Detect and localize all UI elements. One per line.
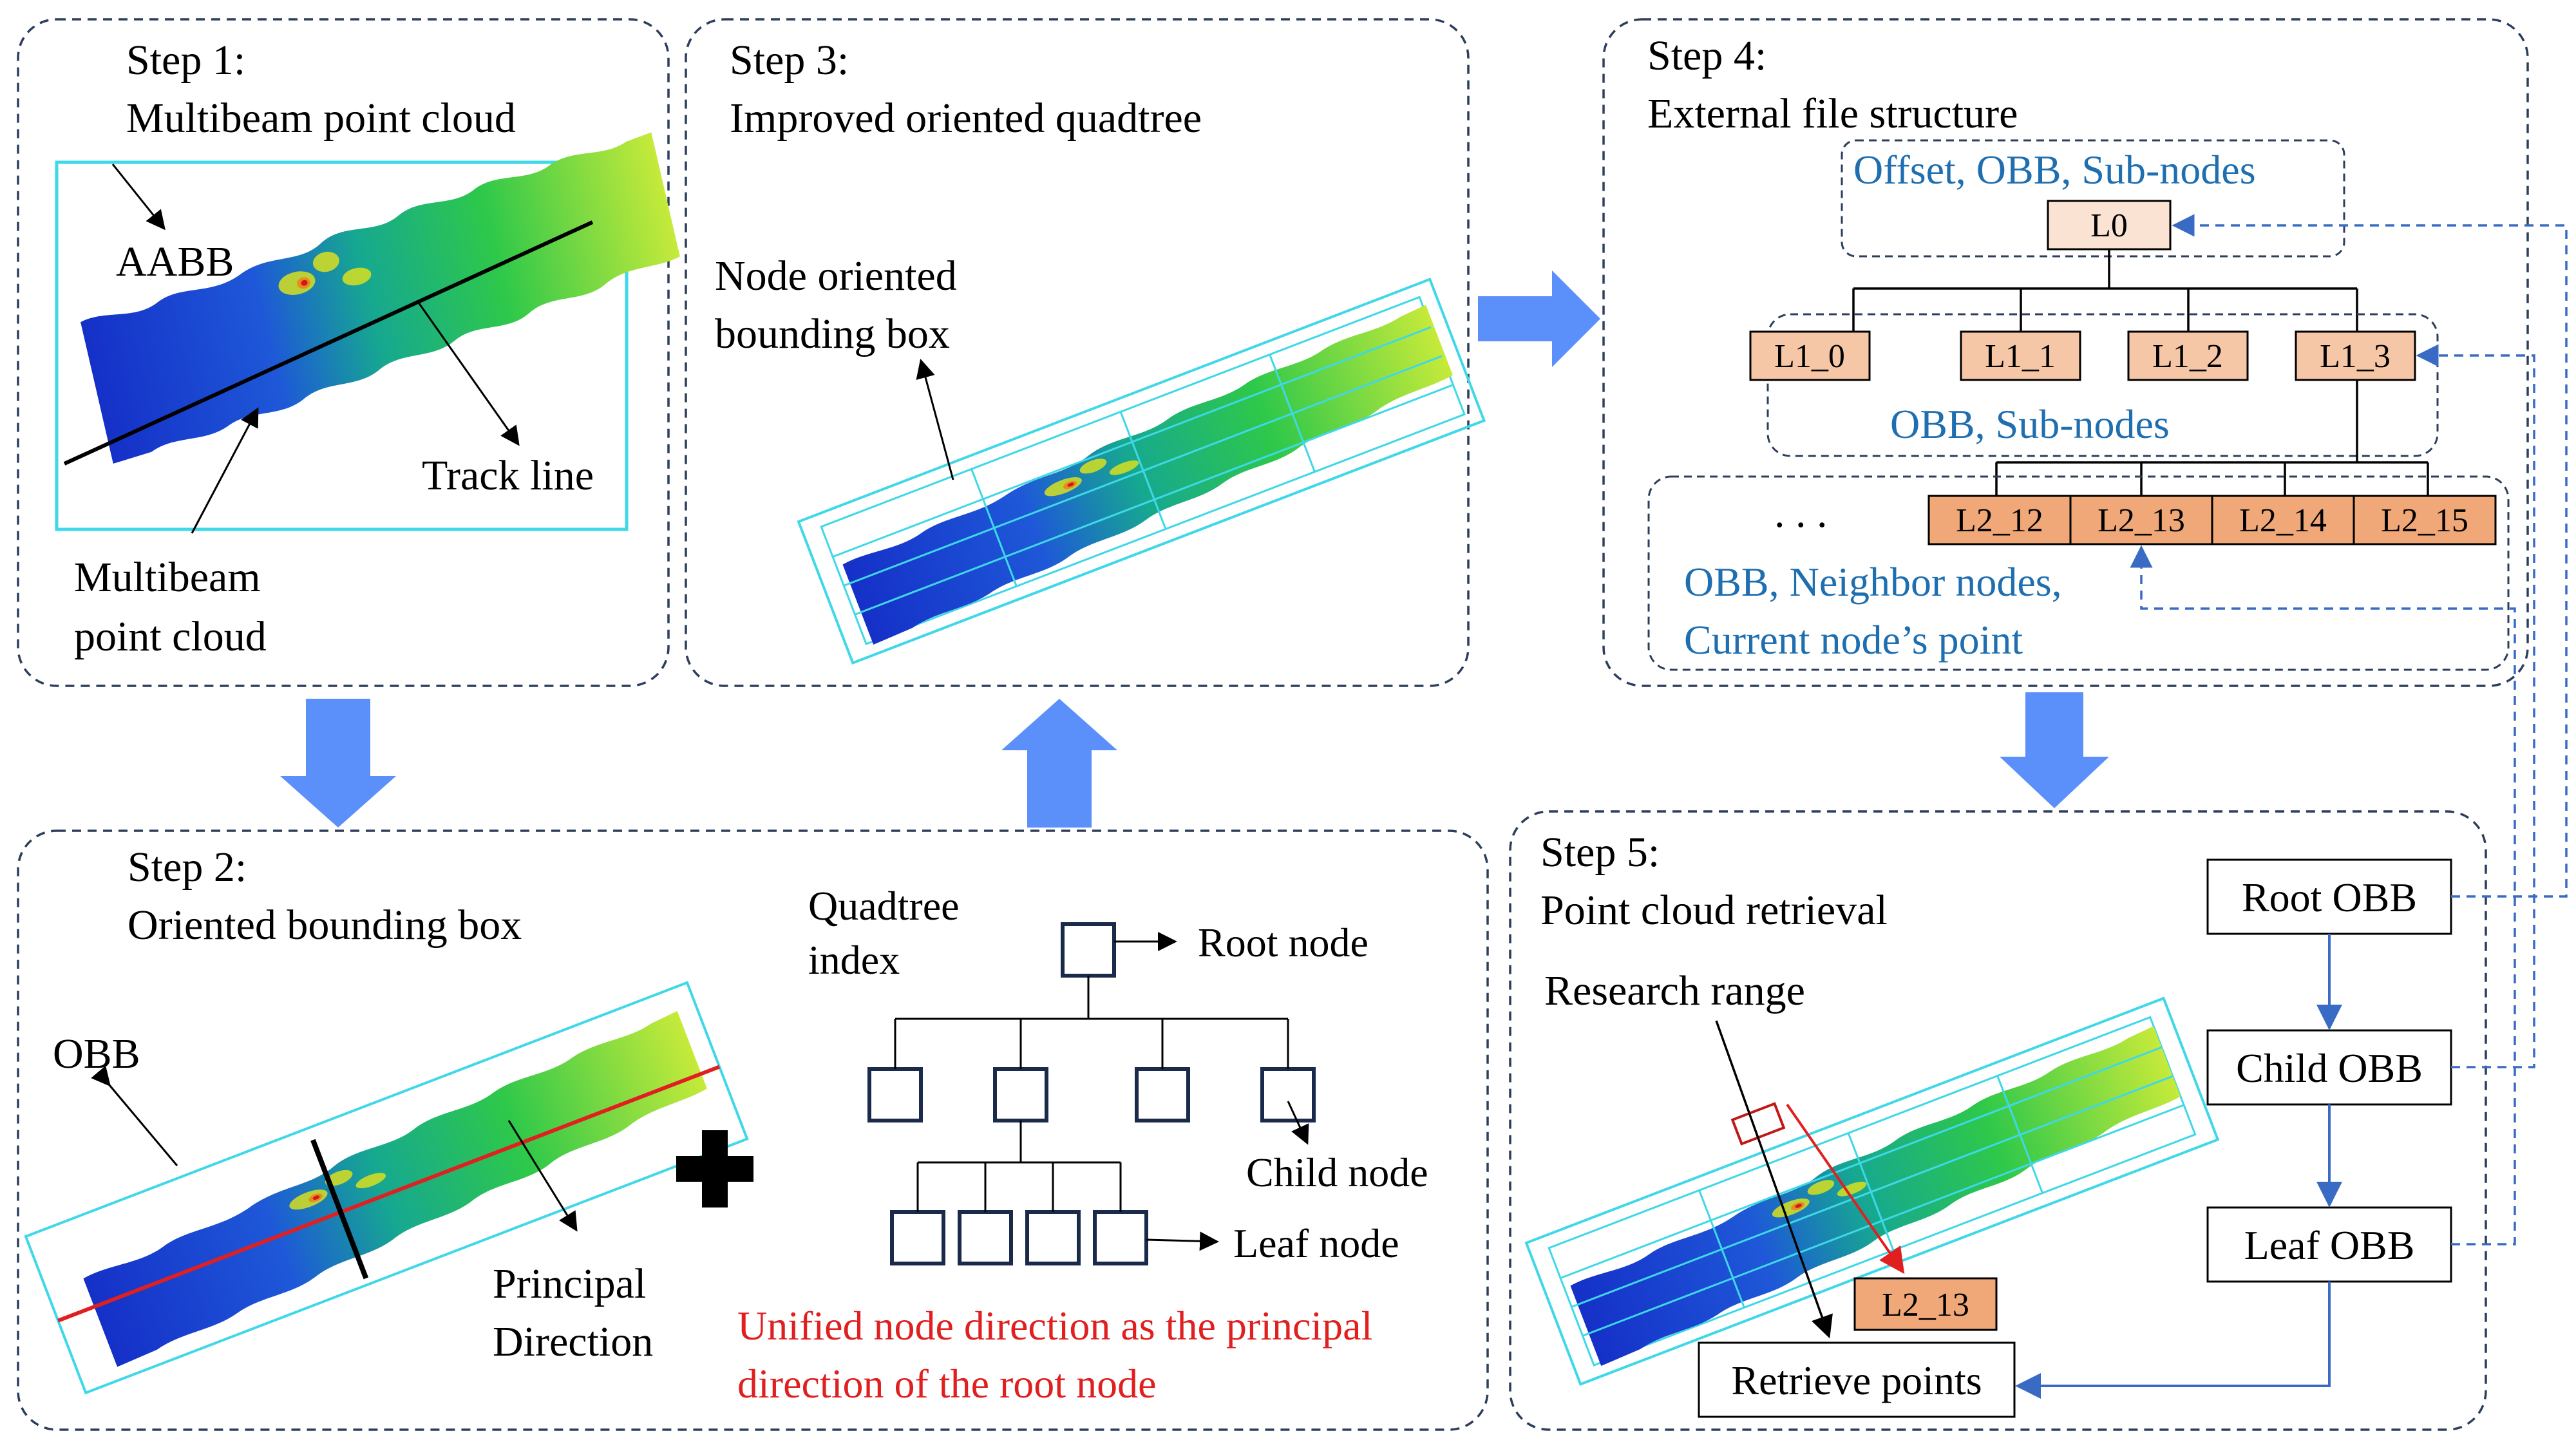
level2-desc-line1: OBB, Neighbor nodes, bbox=[1684, 559, 2062, 605]
node-L1_0 bbox=[1749, 330, 1871, 381]
step3-title-line1: Step 3: bbox=[730, 37, 849, 84]
node-L0-label: L0 bbox=[2090, 207, 2128, 244]
result-node-L2_13 bbox=[1853, 1277, 1998, 1331]
unified-direction-note-line2: direction of the root node bbox=[737, 1361, 1156, 1406]
level2-ellipsis: . . . bbox=[1774, 489, 1828, 536]
cloud-label-line2: point cloud bbox=[74, 613, 267, 660]
node-L1_1-label: L1_1 bbox=[1985, 338, 2056, 375]
level1-nodes: L1_0 L1_1 L1_2 L1_3 bbox=[1749, 330, 2416, 381]
step3-title-line2: Improved oriented quadtree bbox=[730, 95, 1202, 142]
step5-title-line2: Point cloud retrieval bbox=[1540, 887, 1888, 934]
node-L1_1 bbox=[1960, 330, 2081, 381]
arrow-step3-to-step4 bbox=[1478, 270, 1600, 367]
track-line bbox=[63, 220, 594, 466]
node-L2_14-label: L2_14 bbox=[2239, 502, 2327, 539]
root-obb-label: Root OBB bbox=[2242, 875, 2417, 920]
level2-desc-line2: Current node’s point bbox=[1684, 617, 2023, 663]
node-L1_2-label: L1_2 bbox=[2152, 338, 2223, 375]
quadtree-label-line2: index bbox=[808, 937, 900, 983]
step2-title-line2: Oriented bounding box bbox=[128, 902, 522, 949]
node-L1_3-label: L1_3 bbox=[2320, 338, 2391, 375]
leaf-node-label: Leaf node bbox=[1233, 1220, 1399, 1266]
node-obb-label-line2: bounding box bbox=[715, 310, 950, 357]
node-L2_14 bbox=[2211, 495, 2355, 545]
arrow-step1-to-step2 bbox=[280, 699, 396, 828]
principal-direction-line bbox=[57, 1065, 721, 1323]
node-L2_15 bbox=[2353, 495, 2497, 545]
aabb-box bbox=[55, 160, 629, 531]
step1-panel: Step 1: Multibeam point cloud AABB Track… bbox=[17, 18, 697, 687]
node-L1_3 bbox=[2295, 330, 2416, 381]
node-L2_13-label: L2_13 bbox=[2098, 502, 2185, 539]
obb-label: OBB bbox=[53, 1030, 140, 1077]
step4-title-line1: Step 4: bbox=[1647, 32, 1766, 79]
arrow-step2-to-step3 bbox=[1001, 699, 1117, 828]
level0-desc: Offset, OBB, Sub-nodes bbox=[1853, 147, 2256, 193]
arrow-step4-to-step5 bbox=[2000, 692, 2109, 808]
node-L2_12-label: L2_12 bbox=[1956, 502, 2043, 539]
leaf-obb-box bbox=[2206, 1206, 2452, 1283]
node-L2_13 bbox=[2069, 495, 2213, 545]
level2-nodes: L2_12 L2_13 L2_14 L2_15 bbox=[1927, 495, 2497, 545]
research-range-label: Research range bbox=[1544, 967, 1805, 1014]
quadtree-label-line1: Quadtree bbox=[808, 883, 960, 929]
step1-point-cloud bbox=[68, 132, 697, 464]
quadtree-diagram bbox=[867, 922, 1316, 1265]
level1-desc: OBB, Sub-nodes bbox=[1890, 401, 2170, 447]
principal-label-line1: Principal bbox=[493, 1260, 646, 1307]
aabb-label: AABB bbox=[116, 238, 234, 285]
node-L0 bbox=[2047, 200, 2172, 251]
research-range-box bbox=[1730, 1102, 1786, 1146]
step2-obb-box bbox=[24, 981, 749, 1395]
child-obb-label: Child OBB bbox=[2236, 1045, 2423, 1091]
result-node-label: L2_13 bbox=[1882, 1287, 1969, 1323]
quadtree-root-node bbox=[1061, 922, 1116, 978]
leaf-obb-label: Leaf OBB bbox=[2244, 1222, 2415, 1268]
step4-panel: Step 4: External file structure Offset, … bbox=[1602, 18, 2529, 687]
cloud-label-line1: Multibeam bbox=[74, 554, 261, 601]
track-line-label: Track line bbox=[422, 452, 594, 499]
step5-title-line1: Step 5: bbox=[1540, 829, 1660, 876]
retrieve-points-box bbox=[1698, 1341, 2016, 1418]
node-obb-label-line1: Node oriented bbox=[715, 252, 957, 299]
step2-panel: Step 2: Oriented bounding box OBB Princi… bbox=[17, 829, 1489, 1431]
retrieve-points-label: Retrieve points bbox=[1731, 1358, 1982, 1403]
node-L2_12 bbox=[1927, 495, 2072, 545]
flow-arrows bbox=[280, 270, 2109, 828]
step1-title-line2: Multibeam point cloud bbox=[126, 95, 516, 142]
plus-icon bbox=[676, 1130, 753, 1208]
principal-label-line2: Direction bbox=[493, 1318, 653, 1365]
step4-title-line2: External file structure bbox=[1647, 90, 2018, 137]
step2-title-line1: Step 2: bbox=[128, 844, 247, 891]
node-L1_2 bbox=[2127, 330, 2249, 381]
step5-panel: Step 5: Point cloud retrieval Research r… bbox=[1509, 810, 2487, 1431]
child-node-label: Child node bbox=[1246, 1150, 1428, 1195]
step3-panel: Step 3: Improved oriented quadtree Node … bbox=[685, 18, 1486, 687]
node-L2_15-label: L2_15 bbox=[2381, 502, 2468, 539]
node-L1_0-label: L1_0 bbox=[1774, 338, 1845, 375]
root-node-label: Root node bbox=[1198, 920, 1368, 965]
unified-direction-note-line1: Unified node direction as the principal bbox=[737, 1303, 1372, 1349]
step1-title-line1: Step 1: bbox=[126, 37, 245, 84]
linkage-lines bbox=[2130, 214, 2568, 1245]
